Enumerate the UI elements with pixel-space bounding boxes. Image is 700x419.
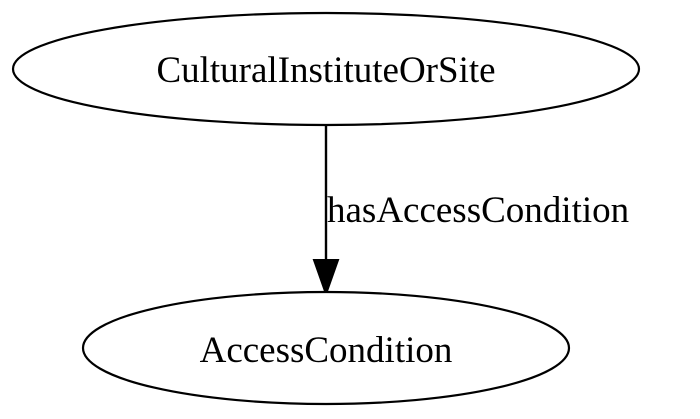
node-label-cultural-institute-or-site: CulturalInstituteOrSite: [156, 50, 495, 91]
node-label-access-condition: AccessCondition: [200, 330, 453, 371]
node-ellipse-access-condition: [81, 290, 571, 406]
node-cultural-institute-or-site: CulturalInstituteOrSite: [11, 11, 641, 127]
edge-arrowhead: [312, 259, 340, 298]
edge-label-has-access-condition: hasAccessCondition: [327, 190, 629, 231]
node-access-condition: AccessCondition: [81, 290, 571, 406]
edge-has-access-condition: hasAccessCondition: [312, 125, 629, 298]
